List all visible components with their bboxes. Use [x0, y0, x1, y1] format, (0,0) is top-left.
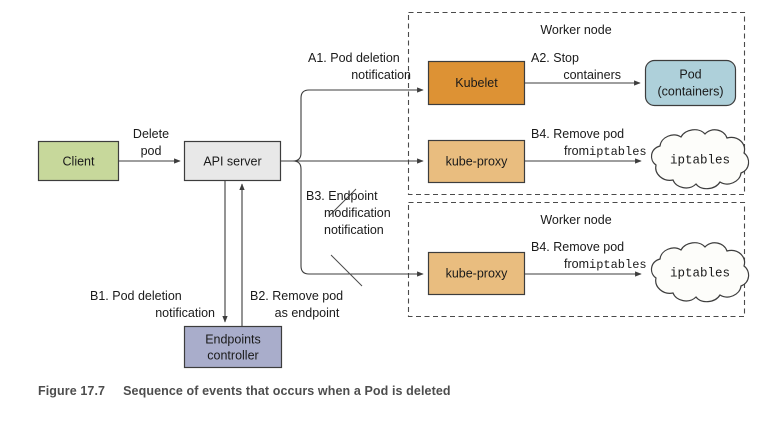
- node-pod-label-line2: (containers): [658, 84, 724, 98]
- node-endpoints-controller-label-line2: controller: [207, 348, 258, 362]
- edge-label-a1-line1: A1. Pod deletion: [308, 51, 400, 65]
- node-kube-proxy-top-label: kube-proxy: [446, 154, 509, 168]
- node-pod[interactable]: [644, 59, 737, 107]
- edge-label-b1-line2: notification: [155, 306, 215, 320]
- edge-label-a2-line1: A2. Stop: [531, 51, 579, 65]
- edge-label-b4-bottom-line2-mono: iptables: [589, 258, 647, 272]
- node-endpoints-controller-label-line1: Endpoints: [205, 332, 261, 346]
- node-iptables-bottom-label: iptables: [670, 266, 730, 280]
- edge-label-b2-line2: as endpoint: [275, 306, 340, 320]
- figure-caption-text: Sequence of events that occurs when a Po…: [123, 384, 451, 398]
- worker-node-bottom-title: Worker node: [540, 213, 611, 227]
- edge-label-b3-line1: B3. Endpoint: [306, 189, 378, 203]
- edge-api-to-kube-proxy-bottom: [281, 160, 424, 277]
- node-iptables-top[interactable]: iptables: [650, 129, 750, 190]
- edge-label-a2-line2: containers: [563, 68, 621, 82]
- edge-label-delete-pod-line2: pod: [141, 144, 162, 158]
- node-pod-label-line1: Pod: [679, 67, 701, 81]
- node-kubelet[interactable]: [427, 60, 526, 106]
- b3-leader-lower: [330, 254, 363, 287]
- edge-label-b3-line2: modification: [324, 206, 391, 220]
- node-iptables-bottom[interactable]: iptables: [650, 242, 750, 303]
- node-iptables-top-label: iptables: [670, 153, 730, 167]
- edge-label-delete-pod-line1: Delete: [133, 127, 169, 141]
- figure-number: Figure 17.7: [38, 384, 106, 398]
- b3-leader-upper: [328, 188, 357, 217]
- node-kubelet-label: Kubelet: [455, 76, 498, 90]
- node-kube-proxy-top[interactable]: [427, 139, 526, 184]
- node-client[interactable]: [37, 140, 120, 182]
- node-kube-proxy-bottom-label: kube-proxy: [446, 266, 509, 280]
- node-endpoints-controller[interactable]: [183, 325, 283, 369]
- edge-label-b4-bottom-line1: B4. Remove pod: [531, 240, 624, 254]
- edge-label-b1-line1: B1. Pod deletion: [90, 289, 182, 303]
- node-client-label: Client: [63, 154, 95, 168]
- edge-label-a1-line2: notification: [351, 68, 411, 82]
- figure-caption: Figure 17.7 Sequence of events that occur…: [38, 382, 738, 400]
- worker-node-top-boundary: [407, 11, 746, 196]
- worker-node-top-title: Worker node: [540, 23, 611, 37]
- edge-label-b4-bottom-line2-prefix: from: [564, 257, 589, 271]
- node-api-server-label: API server: [203, 154, 261, 168]
- node-api-server[interactable]: [183, 140, 282, 182]
- edge-label-b3-line3: notification: [324, 223, 384, 237]
- edge-label-b4-top-line2-mono: iptables: [589, 145, 647, 159]
- node-kube-proxy-bottom[interactable]: [427, 251, 526, 296]
- edge-label-b4-top-line1: B4. Remove pod: [531, 127, 624, 141]
- edge-api-to-kubelet: [281, 87, 424, 162]
- edge-label-b4-top-line2-prefix: from: [564, 144, 589, 158]
- edge-label-b2-line1: B2. Remove pod: [250, 289, 343, 303]
